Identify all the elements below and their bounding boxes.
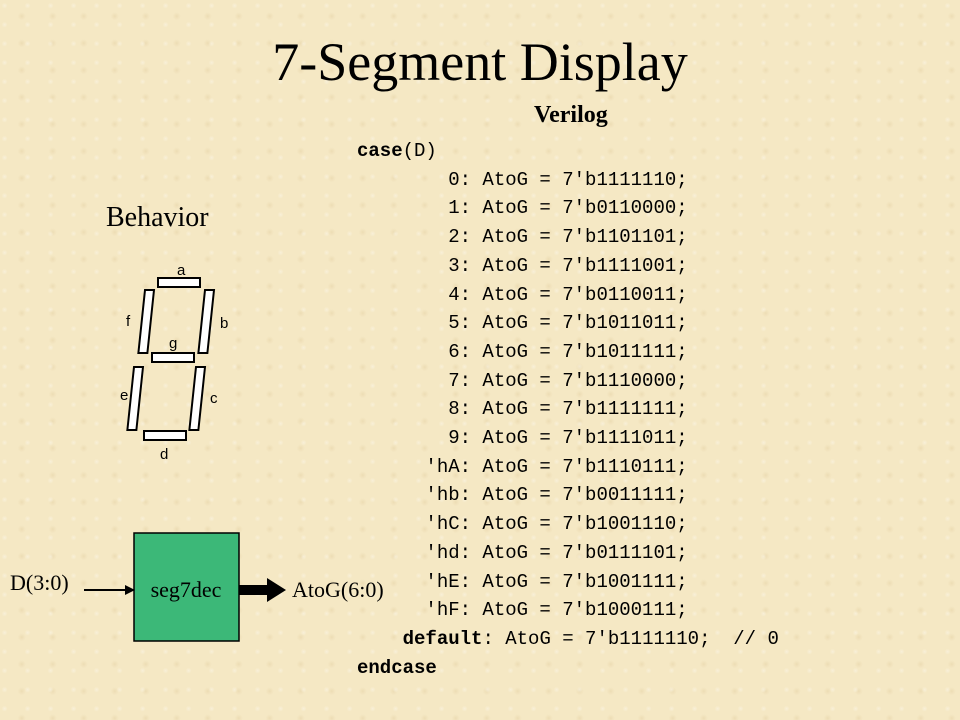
segment-c [188,366,207,431]
segment-e [126,366,145,431]
output-arrow-head [267,578,286,602]
input-label: D(3:0) [10,570,69,595]
seven-segment-diagram: a b c d e f g [120,262,228,463]
case-item-line: 'hA: AtoG = 7'b1110111; [357,455,688,478]
segment-label-b: b [220,315,228,332]
segment-label-a: a [177,262,186,279]
behavior-heading: Behavior [106,202,209,233]
segment-label-d: d [160,446,168,463]
case-item-line: 3: AtoG = 7'b1111001; [357,254,688,277]
segment-label-e: e [120,387,128,404]
endcase-keyword: endcase [357,656,437,679]
case-item-line: 1: AtoG = 7'b0110000; [357,197,688,220]
segment-label-g: g [169,335,177,352]
segment-b [197,289,216,354]
case-item-line: 6: AtoG = 7'b1011111; [357,340,688,363]
output-label: AtoG(6:0) [292,577,384,602]
case-item-line: 'hC: AtoG = 7'b1001110; [357,513,688,536]
case-keyword: case [357,140,403,162]
case-item-line: 'hd: AtoG = 7'b0111101; [357,541,688,564]
verilog-heading: Verilog [534,102,608,128]
default-line: default: AtoG = 7'b1111110; // 0 [402,627,779,650]
case-item-line: 'hE: AtoG = 7'b1001111; [357,570,688,593]
case-item-line: 8: AtoG = 7'b1111111; [357,398,688,421]
case-item-line: 4: AtoG = 7'b0110011; [357,283,688,306]
slide-title: 7-Segment Display [272,32,688,92]
segment-a [157,277,201,288]
case-item-line: 'hb: AtoG = 7'b0011111; [357,484,688,507]
case-item-line: 2: AtoG = 7'b1101101; [357,226,688,249]
case-item-line: 0: AtoG = 7'b1111110; [357,168,688,191]
segment-label-c: c [210,390,218,407]
segment-g [151,352,195,363]
case-item-line: 7: AtoG = 7'b1110000; [357,369,688,392]
case-argument: (D) [402,140,437,162]
case-item-line: 5: AtoG = 7'b1011011; [357,312,688,335]
verilog-code: case(D) 0: AtoG = 7'b1111110; 1: AtoG = … [357,137,779,682]
segment-d [143,430,187,441]
segment-f [137,289,156,354]
seg7dec-block-diagram: seg7dec D(3:0) AtoG(6:0) [10,532,384,642]
seg7dec-label: seg7dec [151,577,222,602]
segment-label-f: f [126,313,131,330]
case-line: case(D) [357,140,437,162]
output-bus [239,585,269,595]
case-item-line: 9: AtoG = 7'b1111011; [357,427,688,450]
default-keyword: default [402,627,483,650]
case-item-line: 'hF: AtoG = 7'b1000111; [357,599,688,622]
